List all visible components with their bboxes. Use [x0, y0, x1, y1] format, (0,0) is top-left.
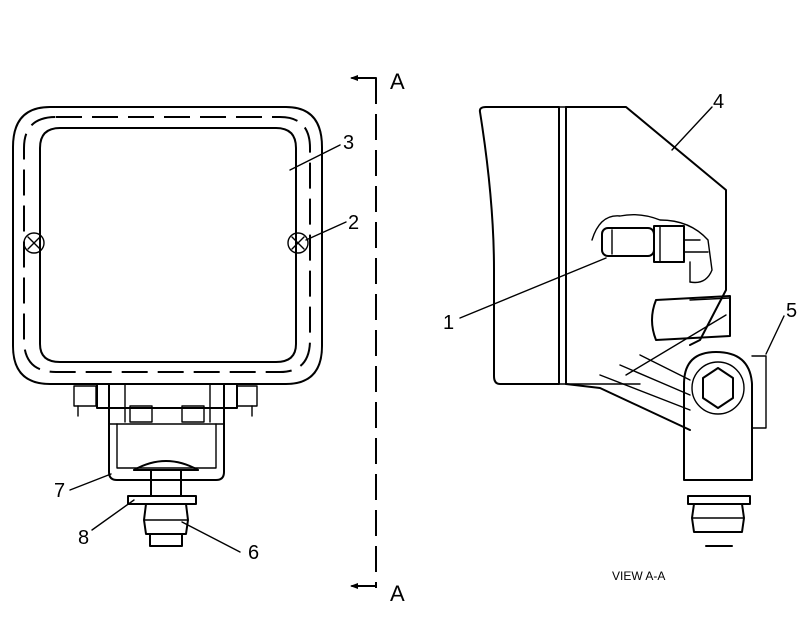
side-body [565, 106, 727, 346]
screw-left [23, 232, 45, 254]
side-bracket [683, 351, 753, 481]
callout-7: 7 [54, 480, 65, 502]
u-bracket-inner [116, 423, 217, 469]
callout-2: 2 [348, 212, 359, 234]
side-view [478, 106, 767, 547]
bolt-assembly [127, 460, 199, 547]
view-caption: VIEW A-A [612, 569, 665, 583]
bolt-hex [691, 361, 745, 415]
callout-3: 3 [343, 132, 354, 154]
section-label-top: A [390, 69, 405, 94]
connector [651, 295, 731, 341]
front-view [12, 106, 323, 547]
callout-1: 1 [443, 312, 454, 334]
bulb [591, 213, 713, 284]
lamp-housing-outer [12, 106, 323, 385]
side-lens [478, 106, 560, 385]
callout-6: 6 [248, 542, 259, 564]
leader-lines [69, 106, 785, 553]
u-bracket [108, 383, 225, 481]
mount-block [73, 383, 258, 423]
lens-frame-dashed [23, 116, 311, 373]
section-line [350, 75, 377, 589]
section-label-bottom: A [390, 581, 405, 606]
side-nut [687, 495, 751, 547]
screw-right [287, 232, 309, 254]
callout-4: 4 [713, 91, 724, 113]
callout-5: 5 [786, 300, 797, 322]
lens [39, 127, 297, 363]
callout-8: 8 [78, 527, 89, 549]
